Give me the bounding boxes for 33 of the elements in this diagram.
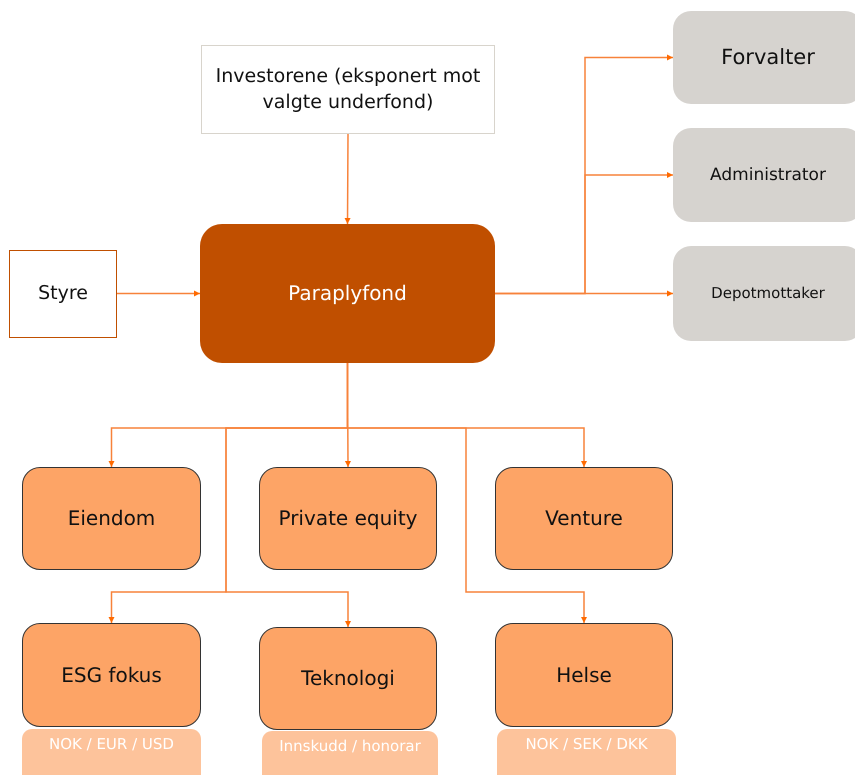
currency-tag xyxy=(22,729,201,775)
arrow xyxy=(117,290,200,296)
sub-fund-box xyxy=(22,623,201,727)
node-label: Venture xyxy=(545,505,623,532)
node-label: Administrator xyxy=(710,164,826,186)
node-label: Eiendom xyxy=(68,505,156,532)
umbrella-fund-box xyxy=(200,224,495,363)
arrow xyxy=(495,290,673,296)
node-label: Styre xyxy=(38,281,88,306)
sub-fund-box xyxy=(495,623,673,727)
node-label: NOK / EUR / USD xyxy=(49,735,174,753)
sub-fund-box xyxy=(259,627,437,730)
investor-box xyxy=(201,45,495,134)
node-label: Private equity xyxy=(278,505,418,532)
node-label: Forvalter xyxy=(721,44,815,72)
currency-tag xyxy=(262,731,438,775)
service-provider-box xyxy=(673,128,855,222)
sub-fund-box xyxy=(495,467,673,570)
currency-tag xyxy=(497,729,676,775)
service-provider-box xyxy=(673,11,855,104)
node-label: Investorene (eksponert mot valgte underfond) xyxy=(214,64,482,114)
board-box xyxy=(9,250,117,338)
node-label: ESG fokus xyxy=(61,662,162,688)
node-label: Teknologi xyxy=(301,665,395,692)
arrow xyxy=(344,134,351,224)
node-label: Helse xyxy=(556,662,612,688)
sub-fund-box xyxy=(259,467,437,570)
sub-fund-box xyxy=(22,467,201,570)
node-label: Depotmottaker xyxy=(711,283,825,304)
node-label: Paraplyfond xyxy=(288,280,407,307)
service-provider-box xyxy=(673,246,855,341)
node-label: Innskudd / honorar xyxy=(279,737,421,755)
node-label: NOK / SEK / DKK xyxy=(525,735,648,753)
